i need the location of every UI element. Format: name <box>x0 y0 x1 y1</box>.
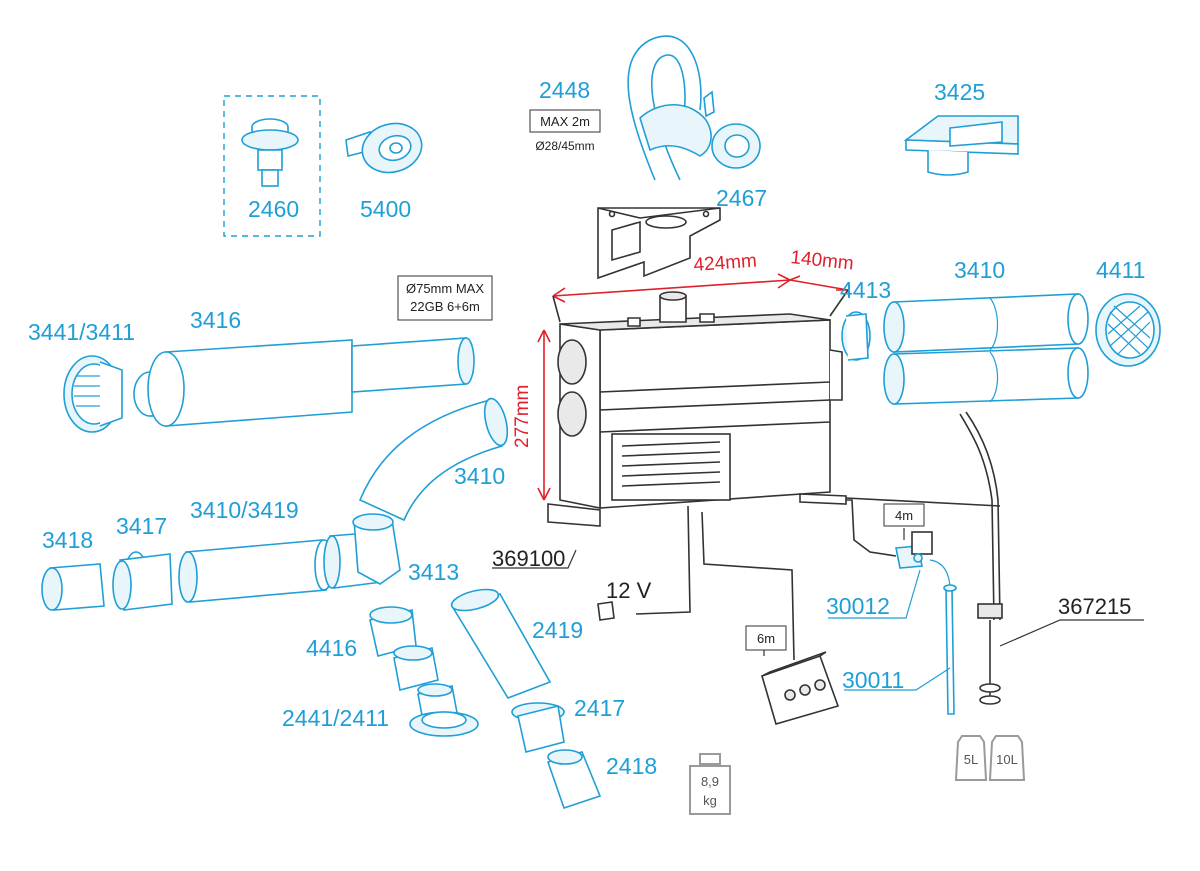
part-3410-ducts <box>883 293 1089 405</box>
label-3416: 3416 <box>190 307 241 333</box>
tank-large-label: 10L <box>996 752 1018 767</box>
part-3413-tee <box>323 513 401 589</box>
dimension-lines <box>537 273 849 501</box>
label-3441-3411: 3441/3411 <box>28 319 135 345</box>
label-2441-2411: 2441/2411 <box>282 705 389 731</box>
tank-5l-icon: 5L <box>954 735 988 781</box>
dimension-height: 277mm <box>512 385 533 448</box>
info-box-hose: MAX 2m Ø28/45mm <box>529 109 601 153</box>
part-30012-pump <box>895 531 951 591</box>
label-3410-bend: 3410 <box>454 463 505 489</box>
label-30011: 30011 <box>842 667 904 693</box>
part-4416-adapter <box>369 606 439 691</box>
label-4413: 4413 <box>840 277 891 303</box>
label-3417: 3417 <box>116 513 167 539</box>
info-box-fuel-line: 4m <box>883 503 925 527</box>
part-4411-grille <box>1095 293 1161 367</box>
info-box-exhaust: Ø75mm MAX 22GB 6+6m <box>397 275 493 321</box>
part-3425-cowl <box>903 115 1019 176</box>
label-2460: 2460 <box>248 196 299 222</box>
label-3410-3419: 3410/3419 <box>190 497 299 523</box>
part-2418-sleeve <box>546 749 602 810</box>
cable-length-text: 6m <box>757 631 775 646</box>
weight-unit: kg <box>703 793 717 808</box>
label-3410-ducts: 3410 <box>954 257 1005 283</box>
part-3416-silencer <box>133 337 475 427</box>
dimension-depth: 140mm <box>789 247 854 275</box>
label-367215: 367215 <box>1058 594 1131 619</box>
label-30012: 30012 <box>826 593 890 619</box>
label-369100: 369100 <box>492 546 565 571</box>
part-2417-flange <box>511 702 565 753</box>
part-2441-2411-grille <box>409 683 479 737</box>
control-panel <box>761 651 840 725</box>
part-2448-hose <box>627 35 761 181</box>
heater-unit <box>547 291 847 527</box>
dimension-width: 424mm <box>693 251 758 276</box>
part-30011-tube <box>943 584 957 715</box>
fuse-holder <box>597 601 615 621</box>
part-2467-bracket <box>597 207 721 280</box>
part-3410-3419-pipe <box>178 539 334 603</box>
hose-max-text: MAX 2m <box>540 114 590 129</box>
label-4411: 4411 <box>1096 257 1145 283</box>
label-3425: 3425 <box>934 79 985 105</box>
part-367215-pickup <box>959 411 1003 705</box>
weight-value: 8,9 <box>701 774 719 789</box>
part-3410-bend <box>358 397 509 522</box>
tank-10l-icon: 10L <box>988 735 1026 781</box>
label-5400: 5400 <box>360 196 411 222</box>
label-2448: 2448 <box>539 77 590 103</box>
part-2460-grille <box>223 95 321 237</box>
leader-lines <box>492 528 1144 691</box>
part-3418-sleeve <box>41 563 105 611</box>
tank-small-label: 5L <box>964 752 978 767</box>
info-box-cable: 6m <box>745 625 787 651</box>
label-2419: 2419 <box>532 617 583 643</box>
part-5400-vent <box>345 122 423 174</box>
exhaust-length-text: 22GB 6+6m <box>410 299 480 314</box>
voltage-label: 12 V <box>606 578 652 603</box>
fuel-line-length-text: 4m <box>895 508 913 523</box>
part-4413-connector <box>841 311 871 361</box>
exhaust-diameter-text: Ø75mm MAX <box>406 281 484 296</box>
part-3441-grille <box>63 355 123 433</box>
fuel-line-4m <box>845 497 1001 557</box>
part-3417-flange <box>112 551 173 611</box>
part-2419-pipe <box>450 588 552 699</box>
control-cable-6m <box>635 505 795 661</box>
hose-diameter-text: Ø28/45mm <box>535 139 594 153</box>
label-2418: 2418 <box>606 753 657 779</box>
label-3413: 3413 <box>408 559 459 585</box>
weight-icon: 8,9 kg <box>689 753 731 815</box>
label-4416: 4416 <box>306 635 357 661</box>
label-2467: 2467 <box>716 185 767 211</box>
label-2417: 2417 <box>574 695 625 721</box>
label-3418: 3418 <box>42 527 93 553</box>
